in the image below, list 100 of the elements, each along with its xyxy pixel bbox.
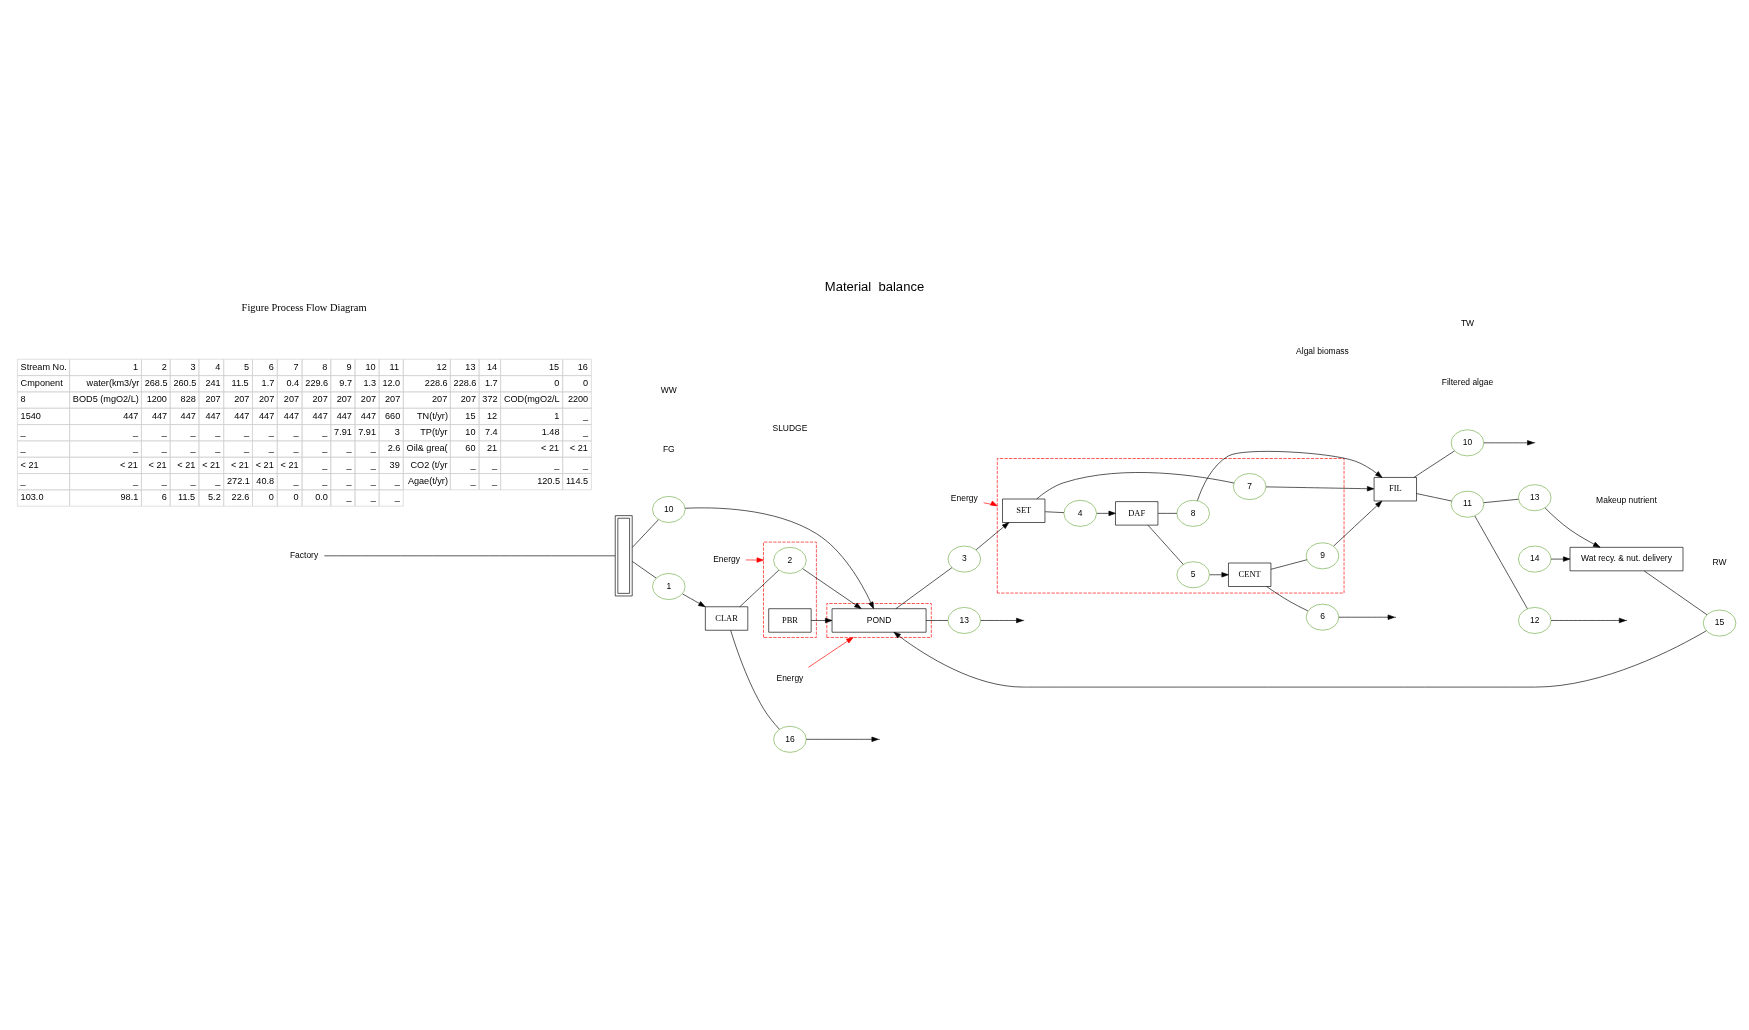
label: _ bbox=[20, 443, 26, 454]
label: 1 bbox=[554, 410, 560, 421]
label: < 21 bbox=[280, 459, 299, 470]
label: 14 bbox=[486, 361, 498, 372]
label: < 21 bbox=[202, 459, 221, 470]
label: 40.8 bbox=[256, 476, 275, 487]
label: Makeup nutrient bbox=[1596, 494, 1657, 505]
label: 241 bbox=[205, 378, 221, 389]
label: _ bbox=[190, 443, 196, 454]
label: _ bbox=[268, 427, 274, 438]
label: 268.5 bbox=[144, 378, 168, 389]
label: 4 bbox=[215, 361, 221, 372]
node-text: Energy bbox=[950, 493, 978, 504]
label: 2.6 bbox=[387, 443, 401, 454]
label: 207 bbox=[360, 394, 377, 405]
label: Algal biomass bbox=[1296, 346, 1349, 357]
label: 2200 bbox=[567, 394, 589, 405]
label: BOD5 (mgO2/L) bbox=[72, 394, 139, 405]
label: Agae(t/yr) bbox=[407, 476, 448, 487]
label: 0 bbox=[582, 378, 588, 389]
label: 11.5 bbox=[178, 492, 196, 503]
label: SLUDGE bbox=[772, 422, 808, 433]
label: _ bbox=[582, 410, 588, 421]
label: _ bbox=[394, 492, 400, 503]
label: 7.91 bbox=[334, 427, 352, 438]
label: 207 bbox=[336, 394, 352, 405]
diagram-title: Material balance bbox=[824, 278, 925, 294]
label: 12.0 bbox=[382, 378, 401, 389]
label: 272.1 bbox=[226, 476, 250, 487]
label: < 21 bbox=[177, 459, 196, 470]
node-text: Factory bbox=[289, 550, 319, 561]
label: < 21 bbox=[255, 459, 274, 470]
label: 98.1 bbox=[120, 492, 139, 503]
label: Stream No. bbox=[20, 361, 67, 372]
label: _ bbox=[161, 427, 167, 438]
label: 11.5 bbox=[231, 378, 249, 389]
label: _ bbox=[346, 459, 352, 470]
label: 447 bbox=[205, 410, 221, 421]
label: 228.6 bbox=[453, 378, 477, 389]
label: 372 bbox=[482, 394, 498, 405]
label: 10 bbox=[365, 361, 376, 372]
label: 447 bbox=[336, 410, 352, 421]
label: 447 bbox=[360, 410, 377, 421]
label: 447 bbox=[151, 410, 168, 421]
label: 7.91 bbox=[358, 427, 377, 438]
label: _ bbox=[293, 443, 299, 454]
label: 447 bbox=[258, 410, 275, 421]
label: _ bbox=[470, 459, 476, 470]
label: 207 bbox=[283, 394, 300, 405]
label: COD(mgO2/L bbox=[503, 394, 560, 405]
label: 120.5 bbox=[537, 476, 561, 487]
label: < 21 bbox=[119, 459, 138, 470]
label: 0.4 bbox=[286, 378, 300, 389]
label: 7.4 bbox=[484, 427, 498, 438]
label: < 21 bbox=[20, 459, 39, 470]
label: 0 bbox=[554, 378, 560, 389]
label: 207 bbox=[385, 394, 401, 405]
label: _ bbox=[132, 476, 139, 487]
label: Oil& grea( bbox=[406, 443, 448, 454]
label: 207 bbox=[460, 394, 477, 405]
label: < 21 bbox=[569, 443, 588, 454]
label: Cmponent bbox=[20, 378, 63, 389]
label: 1200 bbox=[146, 394, 167, 405]
label: _ bbox=[190, 476, 196, 487]
label: 7 bbox=[293, 361, 299, 372]
label: 1.48 bbox=[541, 427, 560, 438]
label: 447 bbox=[283, 410, 300, 421]
label: 12 bbox=[486, 410, 498, 421]
label: _ bbox=[20, 427, 26, 438]
label: 447 bbox=[180, 410, 196, 421]
label: _ bbox=[370, 443, 376, 454]
label: 60 bbox=[465, 443, 476, 454]
label: 12 bbox=[436, 361, 447, 372]
label: 13 bbox=[465, 361, 476, 372]
label: 228.6 bbox=[424, 378, 448, 389]
label: 447 bbox=[123, 410, 139, 421]
label: _ bbox=[470, 476, 476, 487]
label: _ bbox=[346, 476, 352, 487]
label: 207 bbox=[234, 394, 250, 405]
label: _ bbox=[554, 459, 560, 470]
label: _ bbox=[132, 443, 139, 454]
label: 447 bbox=[234, 410, 250, 421]
label: < 21 bbox=[541, 443, 560, 454]
label: RW bbox=[1712, 557, 1727, 568]
label: 8 bbox=[322, 361, 328, 372]
label: 11 bbox=[389, 361, 400, 372]
label: _ bbox=[161, 443, 167, 454]
label: _ bbox=[346, 492, 352, 503]
label: 5 bbox=[243, 361, 250, 372]
label: _ bbox=[215, 443, 221, 454]
label: 828 bbox=[180, 394, 196, 405]
label: _ bbox=[346, 443, 352, 454]
label: 0 bbox=[268, 492, 274, 503]
label: < 21 bbox=[148, 459, 167, 470]
label: 5.2 bbox=[208, 492, 221, 503]
label: 207 bbox=[205, 394, 221, 405]
label: _ bbox=[370, 476, 376, 487]
label: 1540 bbox=[20, 410, 41, 421]
label: _ bbox=[215, 427, 221, 438]
label: 1 bbox=[132, 361, 139, 372]
